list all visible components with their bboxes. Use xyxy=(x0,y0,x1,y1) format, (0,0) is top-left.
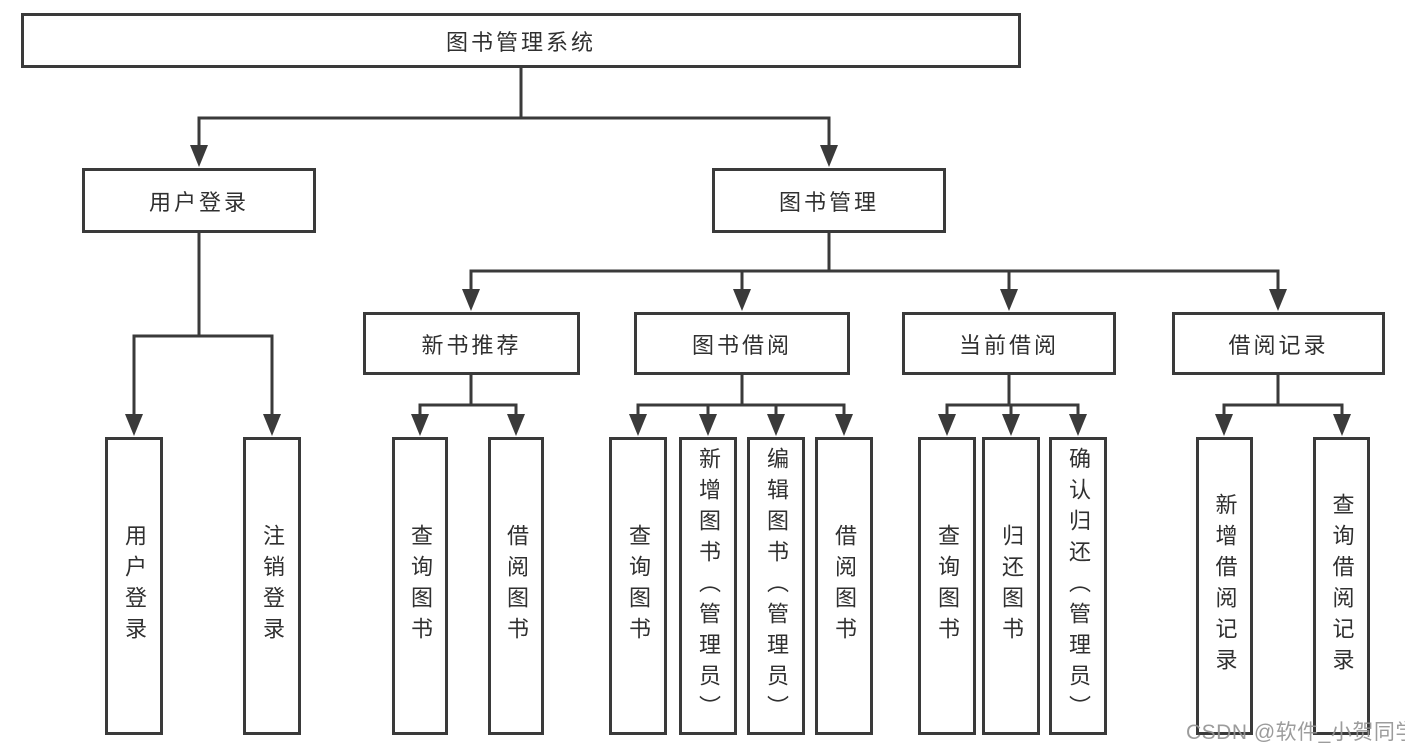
leaf-recommend-borrow-books: 借阅图书 xyxy=(488,437,544,735)
leaf-borrow-edit-books-admin: 编辑图书（管理员） xyxy=(747,437,805,735)
watermark: CSDN @软件_小贺同学 xyxy=(1186,721,1405,744)
node-new-book-recommend: 新书推荐 xyxy=(363,312,580,375)
node-book-borrow: 图书借阅 xyxy=(634,312,850,375)
node-user-login: 用户登录 xyxy=(82,168,316,233)
leaf-records-query-record: 查询借阅记录 xyxy=(1313,437,1370,735)
node-book-management: 图书管理 xyxy=(712,168,946,233)
leaf-current-query-books: 查询图书 xyxy=(918,437,976,735)
leaf-logout: 注销登录 xyxy=(243,437,301,735)
leaf-recommend-query-books: 查询图书 xyxy=(392,437,448,735)
leaf-current-return-books: 归还图书 xyxy=(982,437,1040,735)
leaf-borrow-query-books: 查询图书 xyxy=(609,437,667,735)
leaf-borrow-borrow-books: 借阅图书 xyxy=(815,437,873,735)
leaf-borrow-add-books-admin: 新增图书（管理员） xyxy=(679,437,737,735)
node-current-borrow: 当前借阅 xyxy=(902,312,1116,375)
leaf-records-add-record: 新增借阅记录 xyxy=(1196,437,1253,735)
leaf-user-login: 用户登录 xyxy=(105,437,163,735)
arrowheads xyxy=(125,145,1351,436)
node-root: 图书管理系统 xyxy=(21,13,1021,68)
node-borrow-records: 借阅记录 xyxy=(1172,312,1385,375)
leaf-current-confirm-return-admin: 确认归还（管理员） xyxy=(1049,437,1107,735)
